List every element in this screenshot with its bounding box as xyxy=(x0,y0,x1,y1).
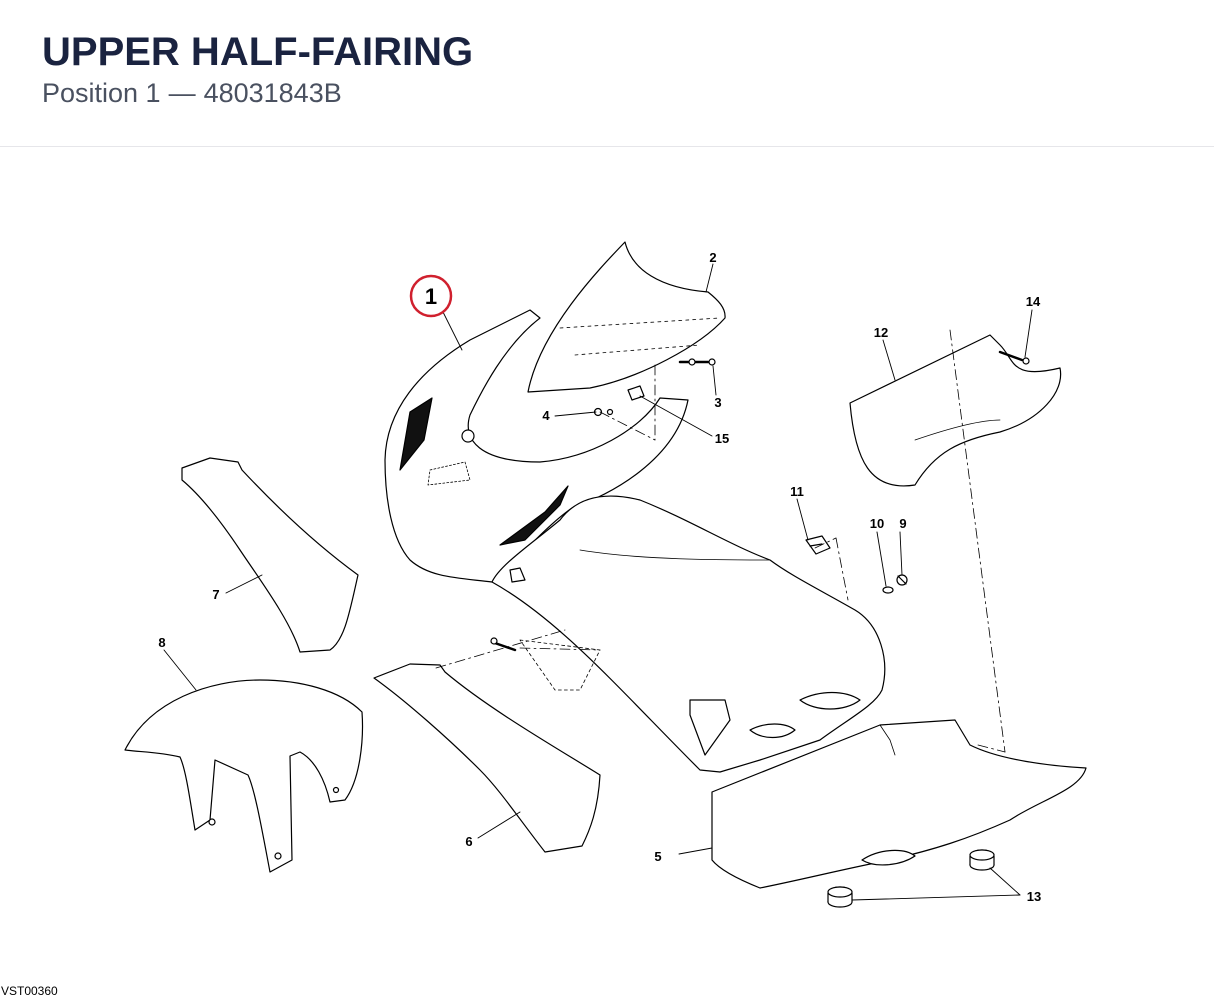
callout-14[interactable]: 14 xyxy=(1026,294,1041,309)
lower-center-fairing xyxy=(491,495,886,773)
bolt-near-panel xyxy=(490,637,517,652)
screw-part-3[interactable] xyxy=(678,358,716,366)
belly-pan-part[interactable] xyxy=(711,719,1087,889)
callout-12[interactable]: 12 xyxy=(874,325,888,340)
heat-shield-part[interactable] xyxy=(849,334,1062,487)
page-subtitle: Position 1—48031843B xyxy=(42,78,342,109)
washer-part[interactable] xyxy=(882,586,894,594)
callout-15[interactable]: 15 xyxy=(715,431,729,446)
callout-1[interactable]: 1 xyxy=(425,284,437,309)
screw-part-14[interactable] xyxy=(998,350,1030,365)
callout-highlight-ring xyxy=(409,274,453,318)
exploded-parts-diagram: 1 2 3 4 5 6 7 8 9 10 11 12 13 14 15 xyxy=(124,241,1087,908)
callout-10[interactable]: 10 xyxy=(870,516,884,531)
callout-4[interactable]: 4 xyxy=(542,408,550,423)
grommet-part[interactable] xyxy=(827,849,995,908)
front-mudguard-part[interactable] xyxy=(124,679,364,873)
callout-6[interactable]: 6 xyxy=(465,834,472,849)
callout-13[interactable]: 13 xyxy=(1027,889,1041,904)
callout-9[interactable]: 9 xyxy=(899,516,906,531)
leader-lines xyxy=(163,263,1033,901)
page-title: UPPER HALF-FAIRING xyxy=(42,30,474,74)
right-side-panel-part[interactable] xyxy=(373,663,601,853)
position-label: Position 1 xyxy=(42,78,161,108)
callout-8[interactable]: 8 xyxy=(158,635,165,650)
part-number: 48031843B xyxy=(203,78,342,108)
callout-2[interactable]: 2 xyxy=(709,250,716,265)
windscreen-part[interactable] xyxy=(527,241,726,393)
callout-7[interactable]: 7 xyxy=(212,587,219,602)
separator: — xyxy=(168,78,196,108)
callout-3[interactable]: 3 xyxy=(714,395,721,410)
screw-part-9[interactable] xyxy=(896,574,908,586)
screw-part-4[interactable] xyxy=(593,407,614,417)
callout-11[interactable]: 11 xyxy=(790,484,804,499)
clip-nut-part[interactable] xyxy=(805,535,831,555)
left-side-panel-part[interactable] xyxy=(181,457,359,653)
alignment-lines xyxy=(435,329,1006,753)
page-header: UPPER HALF-FAIRING Position 1—48031843B xyxy=(0,0,1214,147)
drawing-code: VST00360 xyxy=(1,984,58,998)
clip-part-15[interactable] xyxy=(627,385,645,401)
callout-5[interactable]: 5 xyxy=(654,849,661,864)
